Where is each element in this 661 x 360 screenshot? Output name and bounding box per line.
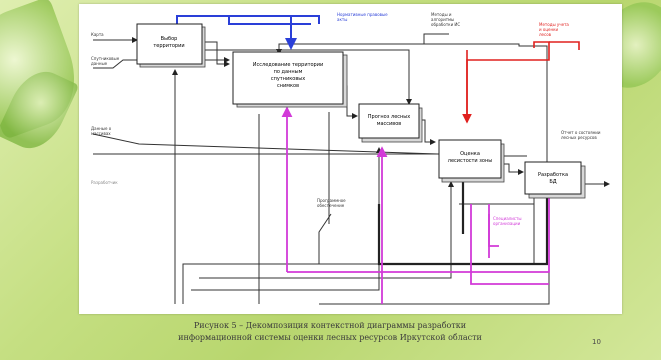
caption-line: информационной системы оценки лесных рес… (178, 333, 482, 342)
control-label-methods: Методы и (431, 12, 452, 17)
block-label: Оценка (460, 151, 480, 157)
mechanism-label-specialists: Специалисты (493, 216, 522, 221)
block-db-development: Разработка БД (524, 161, 586, 199)
red-arrows (462, 41, 580, 124)
block-label: снимков (277, 83, 299, 89)
block-label: лесистости зоны (448, 158, 492, 164)
dark-mechanism-lines (377, 174, 549, 266)
block-label: территории (153, 43, 184, 49)
input-label-satellite: данные (91, 61, 108, 66)
block-territory-research: Исследование территории по данным спутни… (232, 51, 348, 108)
diagram-panel: Выбор территории Исследование территории… (79, 4, 622, 314)
block-label: Исследование территории (253, 62, 323, 68)
block-label: БД (549, 179, 556, 185)
block-label: массивов (377, 121, 402, 127)
control-label-methods: алгоритмы (431, 17, 454, 22)
control-label-legal: Нормативные правовые (337, 12, 388, 17)
input-label-map: Карта (91, 32, 104, 37)
input-label-satellite: Спутниковые (91, 56, 120, 61)
control-label-forest-methods: лесов (539, 32, 552, 37)
arrow-labels: Карта Спутниковые данные Данные о массив… (91, 12, 601, 226)
block-forest-cover-estimate: Оценка лесистости зоны (438, 139, 505, 183)
idef0-diagram: Выбор территории Исследование территории… (91, 12, 610, 305)
control-label-forest-methods: и оценки (539, 27, 559, 32)
magenta-arrows (281, 106, 550, 304)
page-number: 10 (592, 338, 601, 346)
mechanism-label-software: Программное (317, 198, 346, 203)
block-label: Выбор (161, 36, 178, 42)
mechanism-label-specialists: организации (493, 221, 521, 226)
block-select-territory: Выбор территории (136, 23, 206, 68)
input-label-data: массивах (91, 131, 111, 136)
blue-arrows (176, 15, 320, 50)
output-label-report: Отчет о состоянии (561, 130, 601, 135)
block-label: спутниковых (271, 76, 305, 82)
block-forest-forecast: Прогноз лесных массивов (358, 103, 423, 143)
block-label: Разработка (538, 172, 568, 178)
control-label-legal: акты (337, 17, 347, 22)
caption-line: Рисунок 5 – Декомпозиция контекстной диа… (193, 321, 467, 330)
input-label-developer: Разработчик (91, 180, 118, 185)
mechanism-label-software: обеспечение (317, 203, 345, 208)
block-label: Прогноз лесных (368, 114, 410, 120)
control-label-methods: обработки ИС (431, 22, 460, 27)
output-label-report: лесных ресурсов (561, 135, 597, 140)
block-label: по данным (274, 69, 303, 75)
input-label-data: Данные о (91, 126, 112, 131)
figure-caption: Рисунок 5 – Декомпозиция контекстной диа… (120, 320, 540, 344)
control-label-forest-methods: Методы учета (539, 22, 569, 27)
